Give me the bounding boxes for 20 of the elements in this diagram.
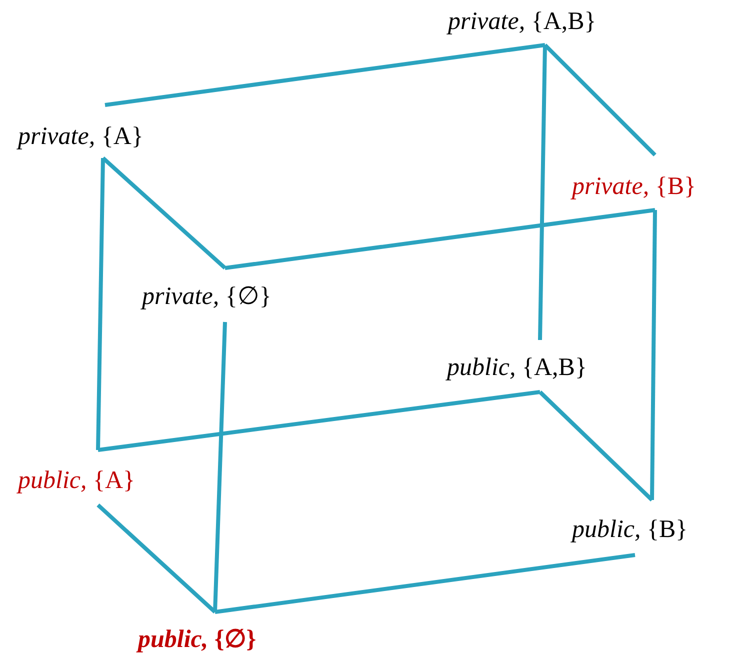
edge-line bbox=[650, 210, 657, 500]
edge-line bbox=[224, 208, 656, 270]
lattice-label: private, {A,B} bbox=[448, 7, 596, 37]
edge-line bbox=[102, 156, 226, 270]
edge-line bbox=[538, 390, 654, 502]
lattice-label: private, {∅} bbox=[142, 282, 272, 312]
lattice-label: public, {A,B} bbox=[447, 353, 587, 383]
edge-line bbox=[538, 44, 547, 340]
edge-line bbox=[214, 553, 636, 614]
edge-line bbox=[544, 44, 656, 156]
lattice-label: public, {B} bbox=[572, 515, 688, 545]
lattice-label: public, {∅} bbox=[138, 625, 256, 655]
edge-line bbox=[104, 43, 546, 107]
lattice-label: private, {A} bbox=[18, 122, 144, 152]
lattice-label: private, {B} bbox=[572, 172, 696, 202]
edge-line bbox=[96, 504, 216, 614]
edge-line bbox=[213, 322, 227, 612]
edge-line bbox=[96, 158, 105, 450]
edge-line bbox=[98, 390, 540, 452]
lattice-label: public, {A} bbox=[18, 466, 136, 496]
